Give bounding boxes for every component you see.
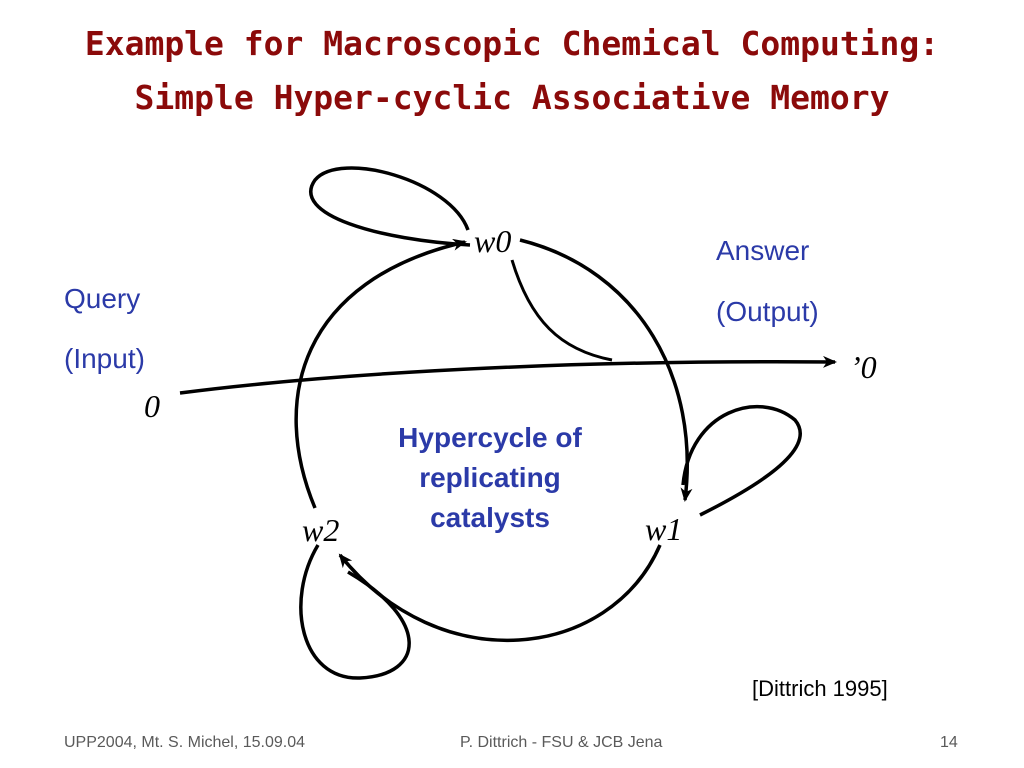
footer-page-number: 14 (940, 734, 958, 751)
node-input: 0 (144, 388, 160, 424)
output-label: (Output) (716, 296, 819, 327)
hypercycle-label: Hypercycle of replicating catalysts (370, 418, 610, 538)
self-loop-w1 (681, 404, 802, 517)
footer-conference: UPP2004, Mt. S. Michel, 15.09.04 (64, 734, 306, 751)
query-label: Query (64, 283, 141, 314)
hypercycle-label-line2: replicating (419, 462, 561, 493)
catalysis-link (510, 259, 613, 362)
footer-author: P. Dittrich - FSU & JCB Jena (460, 734, 663, 751)
answer-label: Answer (716, 235, 810, 266)
arc-w1-w2 (338, 544, 662, 643)
slide-title-line1: Example for Macroscopic Chemical Computi… (84, 24, 940, 63)
arc-w0-w1 (519, 238, 693, 502)
self-loop-w0 (309, 166, 471, 247)
node-w0: w0 (474, 223, 511, 259)
hypercycle-label-line1: Hypercycle of (398, 422, 582, 453)
hypercycle-label-line3: catalysts (430, 502, 550, 533)
slide-title-line2: Simple Hyper-cyclic Associative Memory (134, 78, 890, 117)
arc-w2-w0 (294, 238, 467, 509)
input-label: (Input) (64, 343, 145, 374)
self-loop-w2 (299, 544, 411, 680)
citation: [Dittrich 1995] (752, 676, 888, 701)
node-w2: w2 (302, 512, 339, 548)
node-output: ’0 (850, 349, 877, 385)
node-w1: w1 (645, 511, 682, 547)
reaction-arrow (179, 355, 837, 395)
